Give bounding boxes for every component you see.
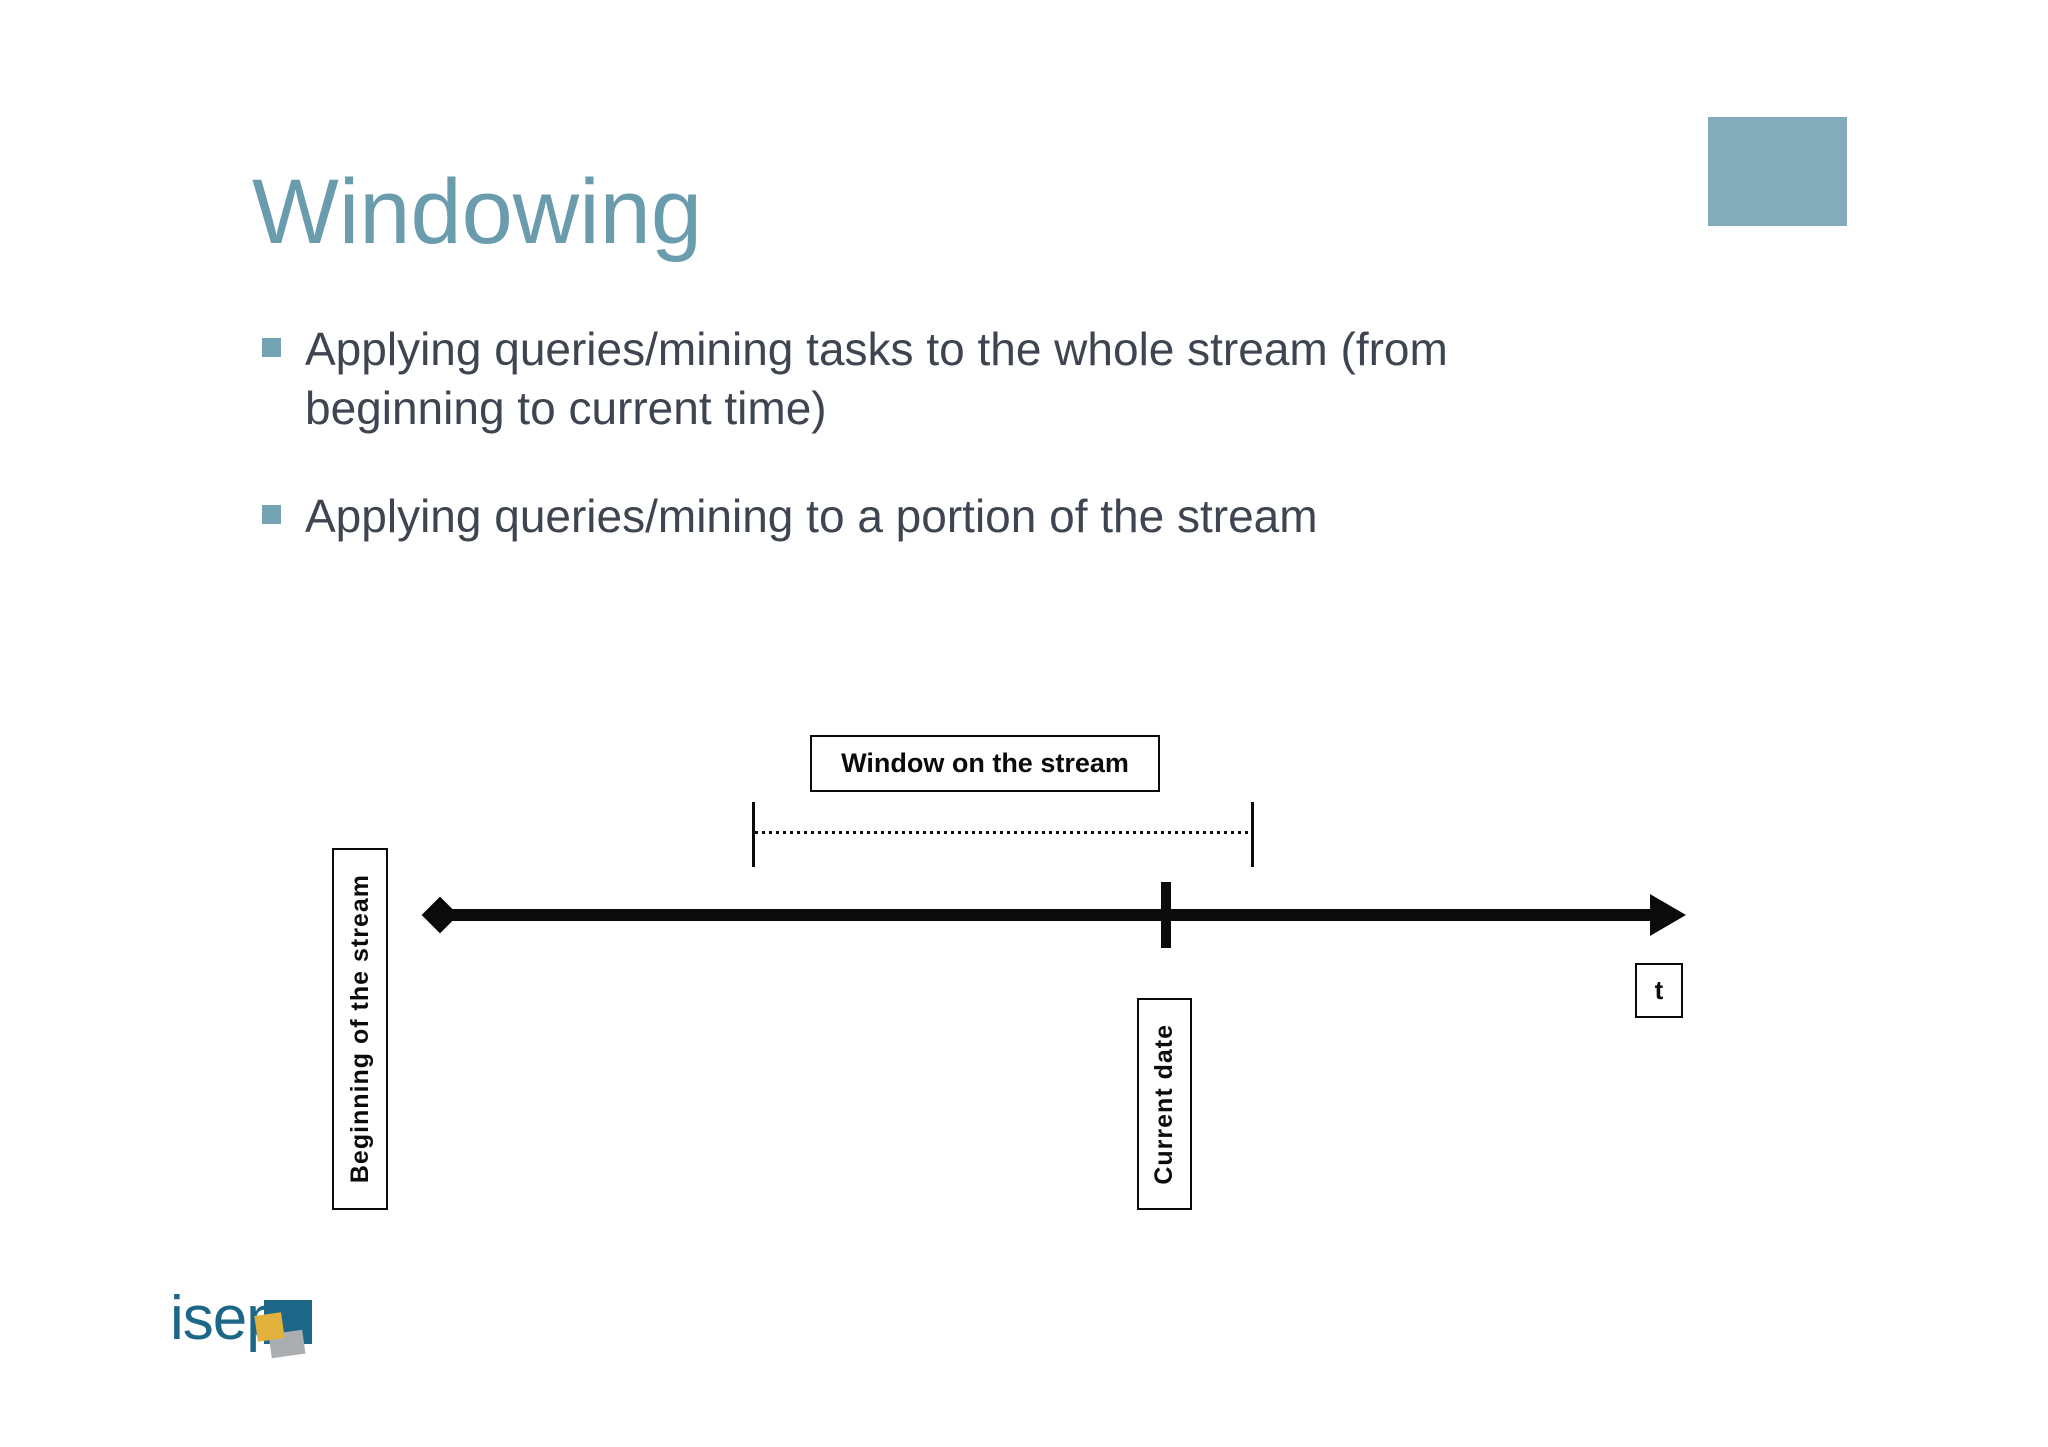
- window-bracket-right-tick: [1251, 802, 1254, 867]
- bullet-item: Applying queries/mining tasks to the who…: [262, 320, 1762, 438]
- window-on-stream-label: Window on the stream: [810, 735, 1160, 792]
- timeline-line: [437, 909, 1655, 921]
- current-date-tick: [1161, 882, 1171, 948]
- time-axis-label-text: t: [1654, 975, 1664, 1005]
- bullet-square-icon: [262, 338, 281, 357]
- isep-logo-yellow-square-icon: [254, 1312, 285, 1342]
- isep-logo: isep: [170, 1285, 330, 1365]
- accent-square: [1708, 117, 1847, 226]
- current-date-label: Current date: [1137, 998, 1192, 1210]
- timeline-arrowhead-icon: [1650, 894, 1686, 936]
- window-on-stream-label-text: Window on the stream: [841, 748, 1129, 778]
- current-date-label-text: Current date: [1150, 1023, 1178, 1185]
- beginning-of-stream-label: Beginning of the stream: [332, 848, 388, 1210]
- bullet-square-icon: [262, 505, 281, 524]
- beginning-of-stream-label-text: Beginning of the stream: [345, 874, 374, 1184]
- page-title: Windowing: [252, 161, 702, 263]
- window-bracket-left-tick: [752, 802, 755, 867]
- window-bracket-dotted-line: [755, 831, 1252, 834]
- bullet-item: Applying queries/mining to a portion of …: [262, 487, 1762, 546]
- time-axis-label: t: [1635, 963, 1683, 1018]
- bullet-text: Applying queries/mining tasks to the who…: [305, 323, 1448, 434]
- bullet-text: Applying queries/mining to a portion of …: [305, 490, 1318, 542]
